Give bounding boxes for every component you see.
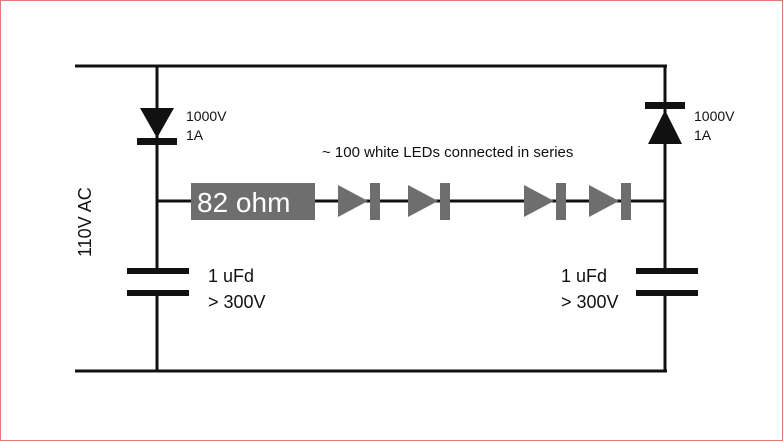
source-label: 110V AC <box>75 187 95 257</box>
resistor <box>191 183 315 220</box>
led-4 <box>589 183 631 220</box>
right-capacitor <box>636 268 698 296</box>
led-2 <box>408 183 450 220</box>
left-diode-current-label: 1A <box>186 127 204 143</box>
led-3 <box>524 183 566 220</box>
left-capacitor <box>127 268 189 296</box>
right-diode <box>645 102 685 144</box>
led-note-label: ~ 100 white LEDs connected in series <box>322 144 573 161</box>
right-diode-voltage-label: 1000V <box>694 108 735 124</box>
right-diode-current-label: 1A <box>694 127 712 143</box>
led-1 <box>338 183 380 220</box>
resistor-label: 82 ohm <box>197 187 290 218</box>
left-diode-voltage-label: 1000V <box>186 108 227 124</box>
left-capacitor-rating-label: > 300V <box>208 292 266 312</box>
right-capacitor-rating-label: > 300V <box>561 292 619 312</box>
left-capacitor-value-label: 1 uFd <box>208 266 254 286</box>
right-capacitor-value-label: 1 uFd <box>561 266 607 286</box>
left-diode <box>137 108 177 145</box>
